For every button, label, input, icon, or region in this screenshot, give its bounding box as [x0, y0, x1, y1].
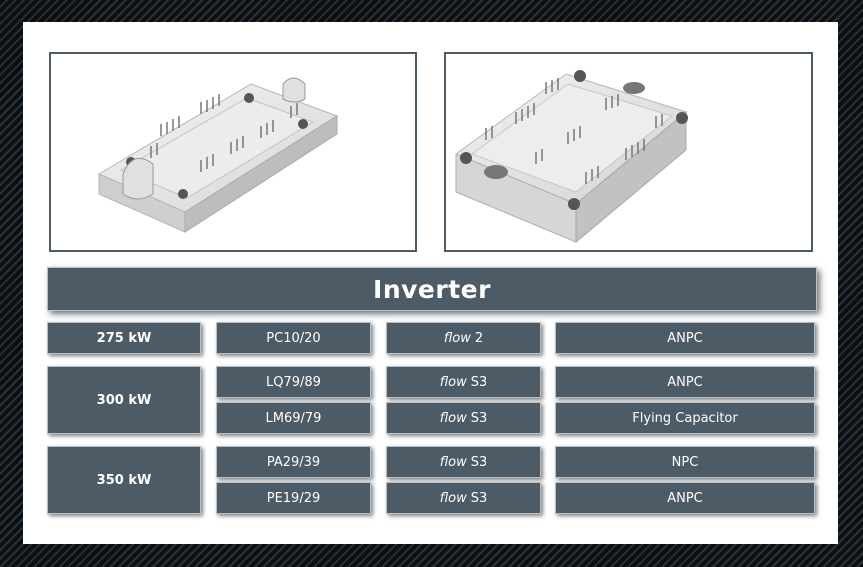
family-suffix: S3	[470, 454, 488, 470]
power-rating-275: 275 kW	[47, 322, 201, 354]
part-number-cell: PC10/20	[216, 322, 371, 354]
package-family-cell: flow S3	[386, 482, 541, 514]
module-photo-right	[444, 52, 813, 252]
content-panel: Inverter 275 kW PC10/20 flow 2 ANPC 300 …	[23, 22, 838, 544]
topology-cell: ANPC	[555, 366, 815, 398]
topology-cell: ANPC	[555, 322, 815, 354]
package-family-cell: flow S3	[386, 366, 541, 398]
family-name: flow	[443, 330, 471, 346]
power-module-image	[454, 70, 688, 244]
part-number-cell: PA29/39	[216, 446, 371, 478]
power-rating-300: 300 kW	[47, 366, 201, 434]
part-number-cell: PE19/29	[216, 482, 371, 514]
inverter-title: Inverter	[47, 267, 817, 311]
package-family-cell: flow S3	[386, 402, 541, 434]
power-rating-350: 350 kW	[47, 446, 201, 514]
package-family-cell: flow S3	[386, 446, 541, 478]
topology-cell: ANPC	[555, 482, 815, 514]
family-name: flow	[439, 410, 467, 426]
topology-cell: Flying Capacitor	[555, 402, 815, 434]
family-name: flow	[439, 374, 467, 390]
power-module-image	[97, 77, 339, 233]
part-number-cell: LQ79/89	[216, 366, 371, 398]
family-suffix: S3	[470, 490, 488, 506]
family-name: flow	[439, 490, 467, 506]
topology-cell: NPC	[555, 446, 815, 478]
family-suffix: S3	[470, 374, 488, 390]
family-suffix: S3	[470, 410, 488, 426]
module-photo-left	[49, 52, 417, 252]
part-number-cell: LM69/79	[216, 402, 371, 434]
package-family-cell: flow 2	[386, 322, 541, 354]
family-suffix: 2	[474, 330, 484, 346]
family-name: flow	[439, 454, 467, 470]
